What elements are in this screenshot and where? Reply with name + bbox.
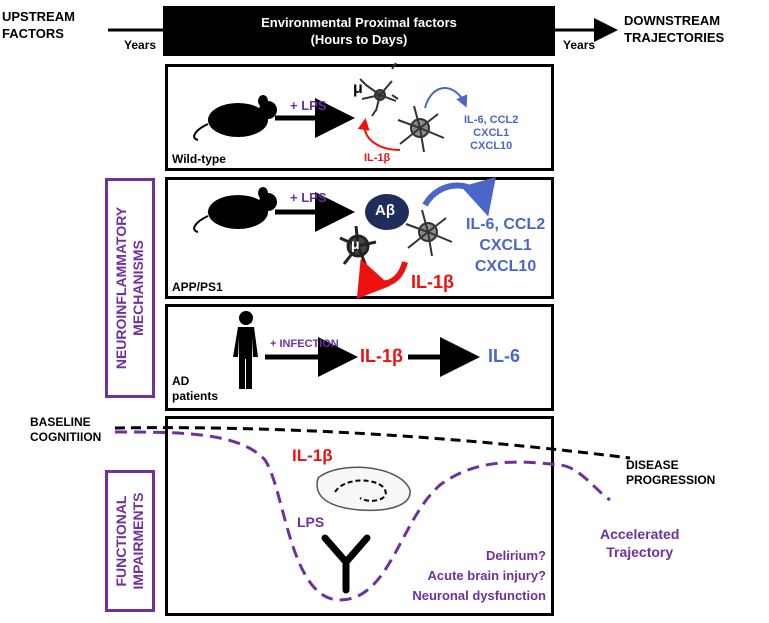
microglia-cell-icon [359, 62, 399, 117]
infection-label: + INFECTION [270, 338, 339, 350]
mouse-icon [193, 95, 277, 141]
downstream-trajectories-label: DOWNSTREAM TRAJECTORIES [624, 13, 725, 45]
lps-antibody-icon [321, 534, 371, 594]
banner-subtitle: (Hours to Days) [310, 32, 408, 47]
app-ps1-label: APP/PS1 [172, 280, 223, 294]
app-mu-symbol: μ [351, 236, 360, 252]
banner-title: Environmental Proximal factors [261, 15, 457, 30]
astrocyte-cell-icon [397, 105, 445, 153]
abeta-label: Aβ [375, 202, 395, 219]
outcome-acute-brain-injury: Acute brain injury? [427, 568, 546, 583]
functional-impairments-box: FUNCTIONAL IMPAIRMENTS [105, 470, 155, 612]
years-right-label: Years [563, 38, 596, 52]
cytokine-arrow-app [422, 177, 496, 217]
hippocampus-icon [316, 466, 411, 512]
microglia-cell-icon-app [339, 225, 377, 267]
proximal-factors-banner: Environmental Proximal factors (Hours to… [163, 6, 555, 56]
ad-il1b-label: IL-1β [360, 346, 403, 366]
app-lps-label: + LPS [290, 190, 327, 205]
wt-il1b-label: IL-1β [364, 152, 391, 164]
app-cytokines: IL-6, CCL2 CXCL1 CXCL10 [466, 216, 546, 275]
app-il1b-label: IL-1β [411, 272, 454, 292]
functional-outcomes: Delirium? Acute brain injury? Neuronal d… [406, 546, 546, 606]
functional-il1b-label: IL-1β [292, 446, 333, 465]
wt-lps-label: + LPS [290, 98, 327, 113]
amyloid-plaque-icon [365, 194, 409, 230]
il1b-loop-arrow-wt [357, 118, 401, 151]
il1b-loop-arrow-app [356, 258, 408, 299]
neuroinflammatory-mechanisms-box: NEUROINFLAMMATORY MECHANISMS [105, 178, 155, 398]
ad-il6-label: IL-6 [488, 346, 521, 366]
outcome-neuronal-dysfunction: Neuronal dysfunction [412, 588, 546, 603]
cognition-trajectory-line [114, 430, 611, 602]
disease-progression-label: DISEASE PROGRESSION [626, 458, 716, 487]
functional-panel [165, 416, 554, 616]
wt-mu-symbol: μ [353, 80, 363, 97]
cytokine-arrow-wt [424, 87, 468, 109]
ad-patients-label: AD patients [172, 374, 219, 403]
human-silhouette-icon [233, 311, 258, 389]
wt-cytokines: IL-6, CCL2 CXCL1 CXCL10 [464, 114, 519, 152]
ad-patients-panel [165, 304, 554, 411]
wildtype-label: Wild-type [172, 152, 226, 166]
functional-lps-label: LPS [297, 514, 325, 530]
disease-progression-line [114, 426, 631, 460]
upstream-factors-label: UPSTREAM FACTORS [2, 9, 75, 41]
baseline-cognition-label: BASELINE COGNITIION [30, 415, 102, 444]
astrocyte-cell-icon-app [405, 209, 453, 257]
years-left-label: Years [124, 38, 157, 52]
outcome-delirium: Delirium? [486, 548, 546, 563]
mouse-icon-app [193, 187, 277, 233]
accelerated-trajectory-label: Accelerated Trajectory [600, 526, 680, 560]
